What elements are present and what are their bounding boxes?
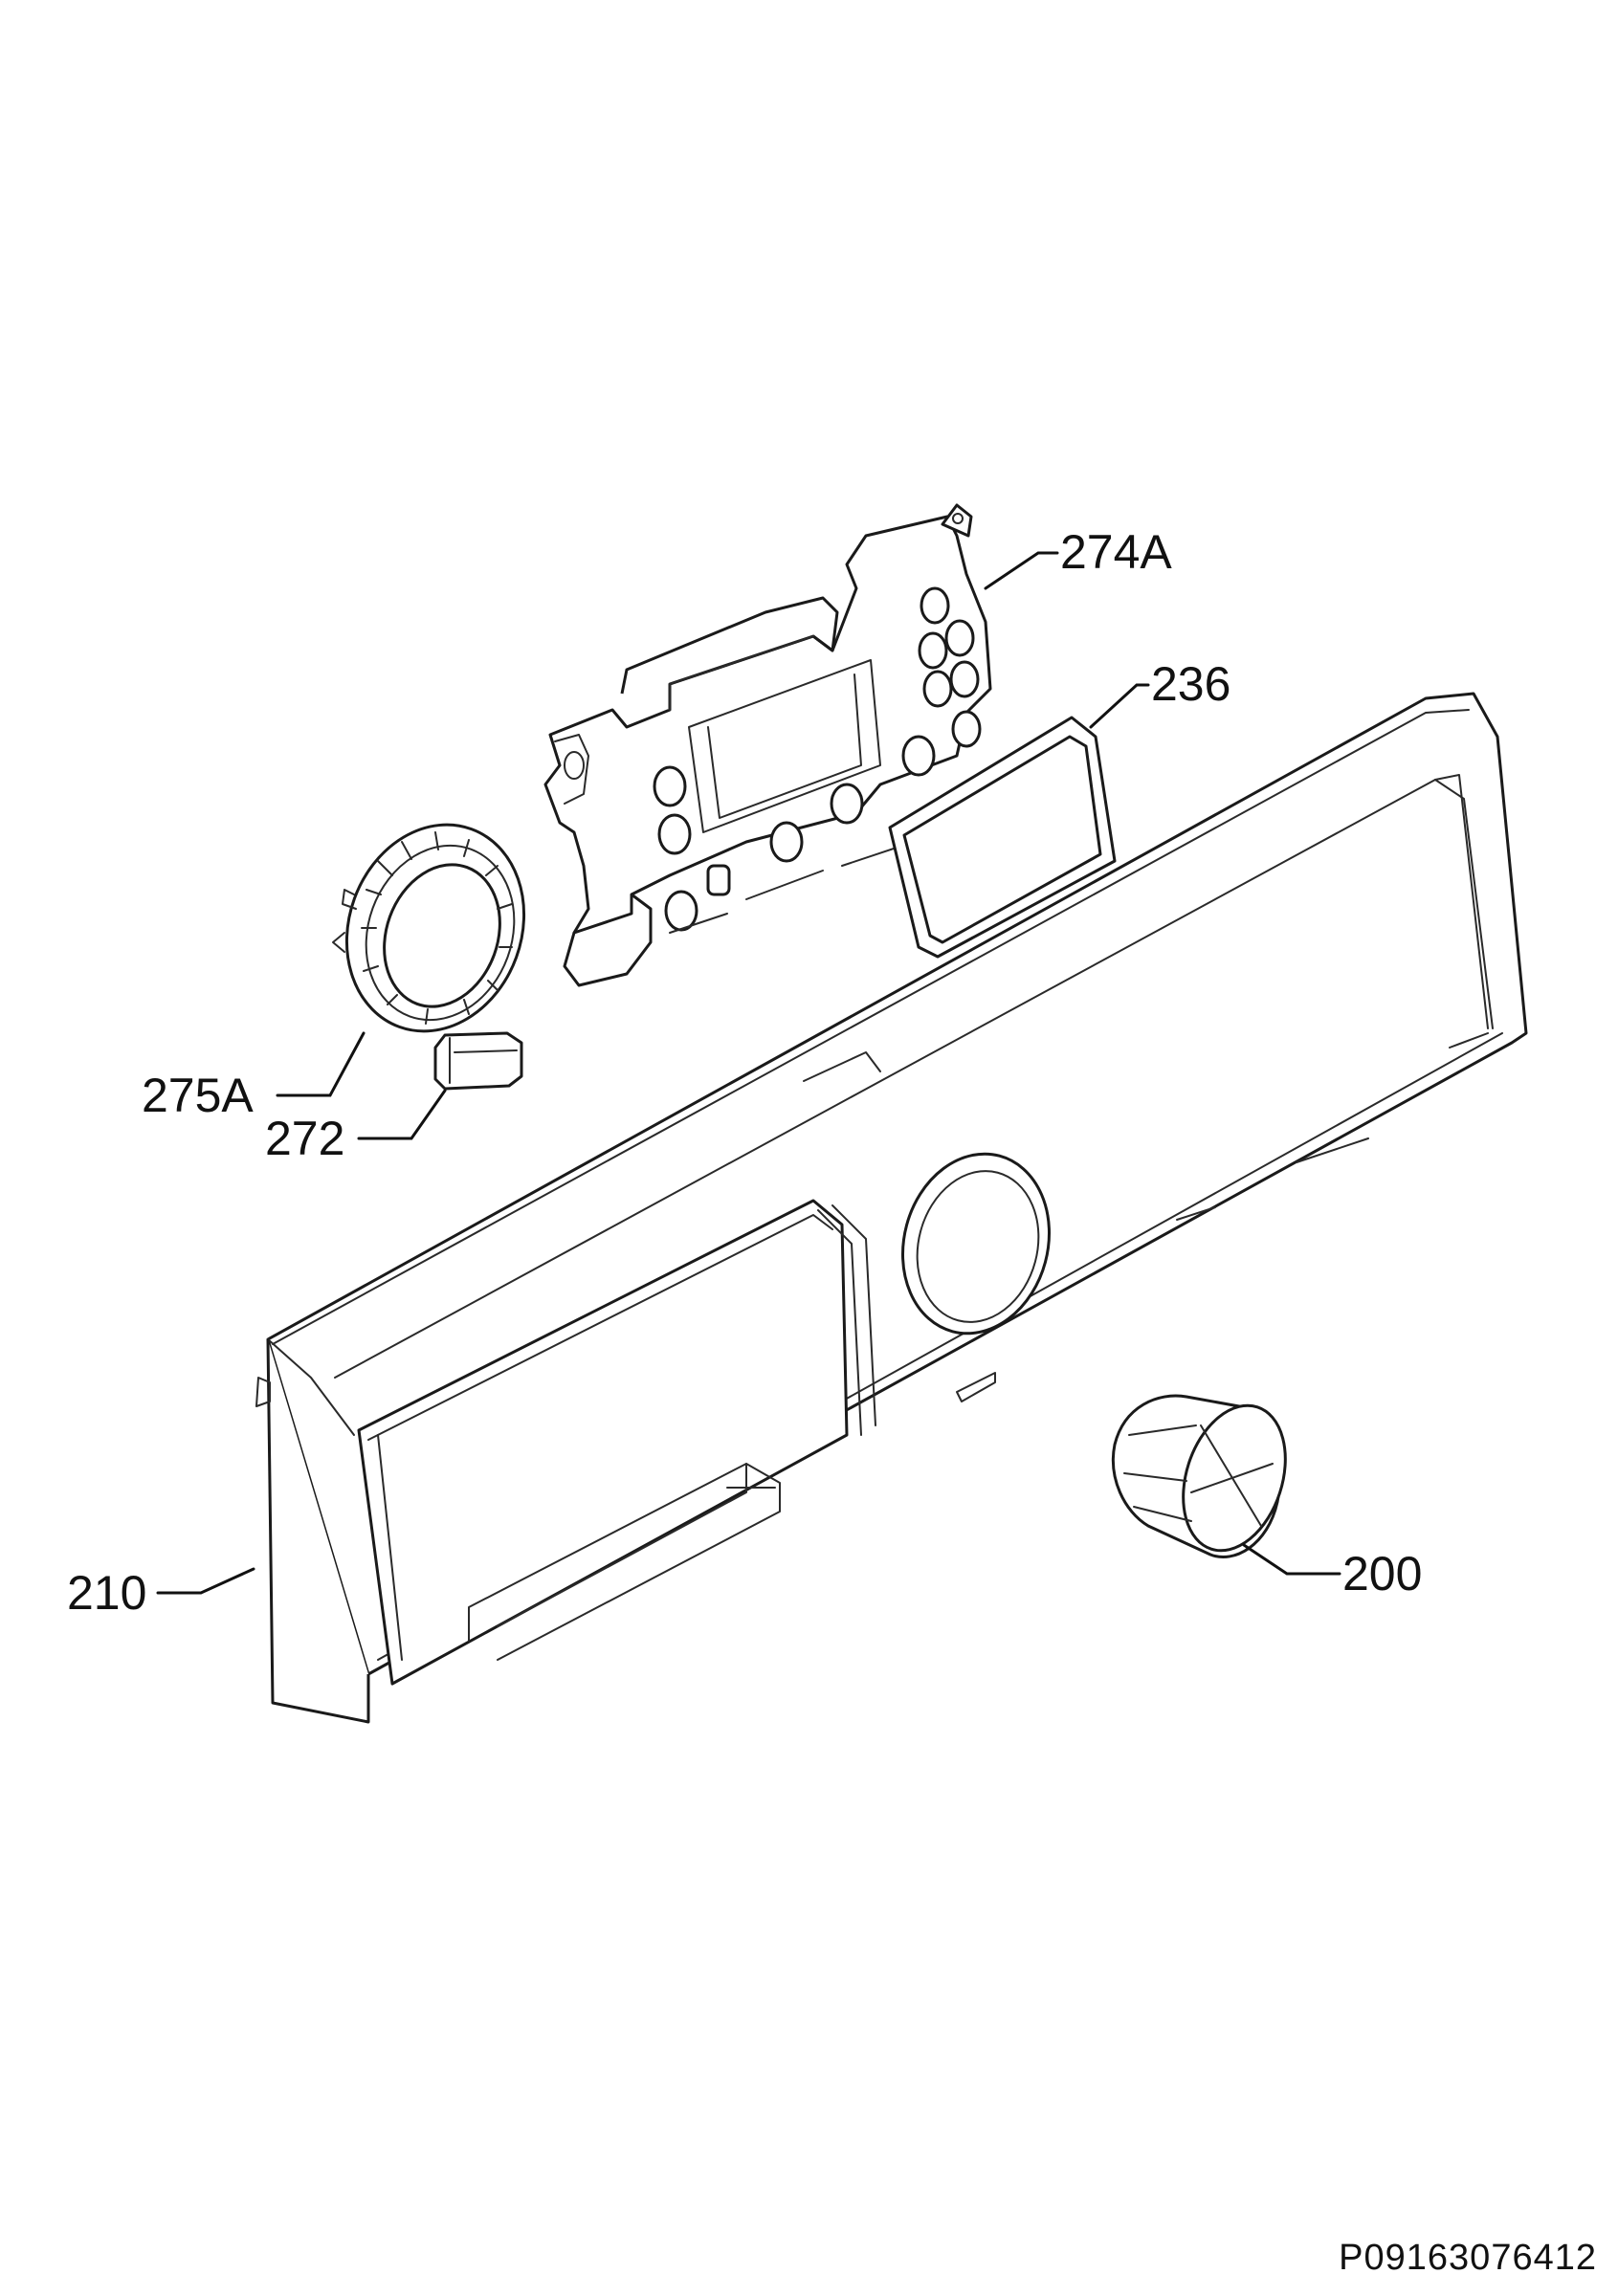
label-200: 200: [1342, 1547, 1422, 1601]
part-236-gasket: [888, 716, 1117, 959]
label-272: 272: [265, 1112, 344, 1165]
part-210-control-panel: [255, 692, 1528, 1724]
label-274a: 274A: [1060, 525, 1172, 579]
leader-236: [1089, 683, 1150, 729]
leader-210: [156, 1567, 255, 1595]
leader-200: [1242, 1543, 1341, 1576]
leader-272: [357, 1089, 447, 1140]
leader-275a: [276, 1031, 366, 1097]
board-button-holes: [653, 586, 982, 932]
part-272-button: [433, 1031, 523, 1091]
leader-lines: [156, 551, 1341, 1595]
label-236: 236: [1151, 657, 1230, 711]
label-210: 210: [67, 1566, 146, 1620]
document-code: P09163076412: [1339, 2238, 1597, 2278]
part-275a-ring: [332, 823, 526, 1033]
leader-274a: [984, 551, 1059, 590]
part-200-knob: [1111, 1394, 1287, 1559]
label-275a: 275A: [142, 1069, 254, 1122]
part-274a-board-frame: [543, 503, 992, 987]
